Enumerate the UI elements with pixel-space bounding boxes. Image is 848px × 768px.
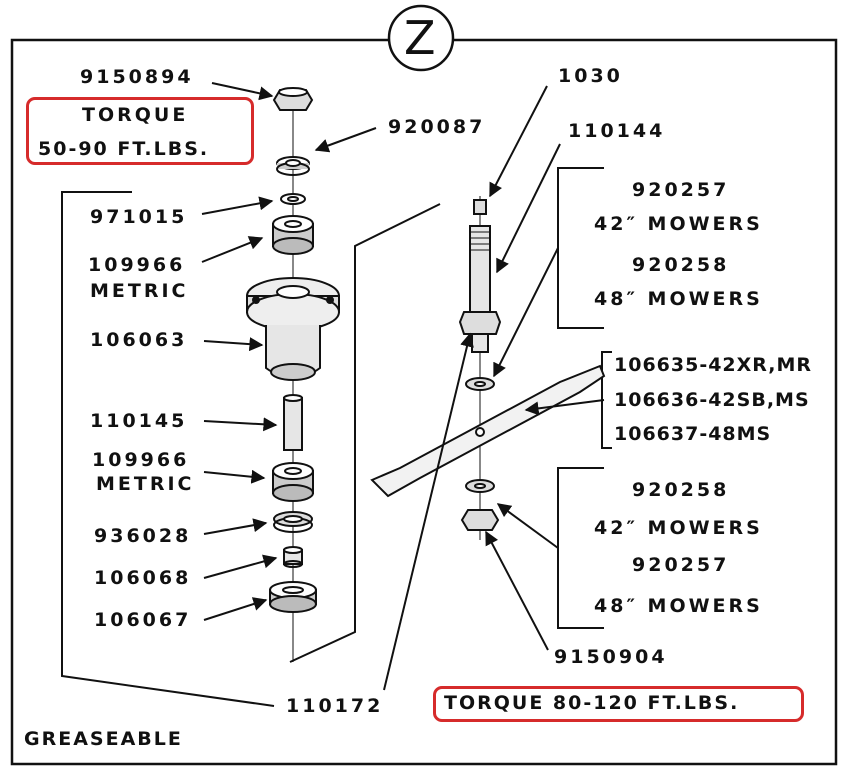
washer-lower-mower-b: 48″ MOWERS: [594, 595, 763, 617]
label-106068: 106068: [94, 567, 192, 589]
washer-lower-mower-a: 42″ MOWERS: [594, 517, 763, 539]
washer-upper-mower-a: 42″ MOWERS: [594, 213, 763, 235]
washer-lower-part-a: 920258: [632, 479, 730, 501]
label-110145: 110145: [90, 410, 188, 432]
spacer-110145: [283, 397, 303, 451]
washer-upper-part-b: 920258: [632, 254, 730, 276]
label-1030: 1030: [558, 65, 623, 87]
torque-bottom-highlight: [433, 686, 804, 722]
mower-blade: [370, 364, 606, 498]
washer-upper-part-a: 920257: [632, 179, 730, 201]
label-109966-upper: 109966: [88, 254, 186, 276]
blade-106635: 106635-42XR,MR: [614, 354, 813, 376]
label-106067: 106067: [94, 609, 192, 631]
section-letter: Z: [404, 11, 436, 65]
assembly-outline: [289, 203, 441, 663]
label-110144: 110144: [568, 120, 666, 142]
label-936028: 936028: [94, 525, 192, 547]
washer-upper-mower-b: 48″ MOWERS: [594, 288, 763, 310]
label-920087: 920087: [388, 116, 486, 138]
left-bracket-line: [61, 191, 275, 707]
label-110172: 110172: [286, 695, 384, 717]
torque-bottom-text: TORQUE 80-120 FT.LBS.: [444, 692, 740, 714]
nut-9150904: [460, 509, 500, 531]
blade-106637: 106637-48MS: [614, 423, 772, 445]
label-109966-lower: 109966: [92, 449, 190, 471]
washer-lower-part-b: 920257: [632, 554, 730, 576]
spindle-shaft-110144: [469, 225, 491, 313]
label-9150894: 9150894: [80, 66, 194, 88]
torque-top-highlight: [26, 97, 254, 165]
torque-top-line2: 50-90 FT.LBS.: [38, 138, 210, 160]
label-metric-upper: METRIC: [90, 280, 189, 302]
torque-top-line1: TORQUE: [82, 104, 189, 126]
grease-fitting-1030: [473, 199, 487, 215]
label-971015: 971015: [90, 206, 188, 228]
label-9150904: 9150904: [554, 646, 668, 668]
section-circle: [387, 4, 455, 72]
blade-106636: 106636-42SB,MS: [614, 389, 810, 411]
label-106063: 106063: [90, 329, 188, 351]
greaseable-note: GREASEABLE: [24, 728, 183, 750]
label-metric-lower: METRIC: [96, 473, 195, 495]
